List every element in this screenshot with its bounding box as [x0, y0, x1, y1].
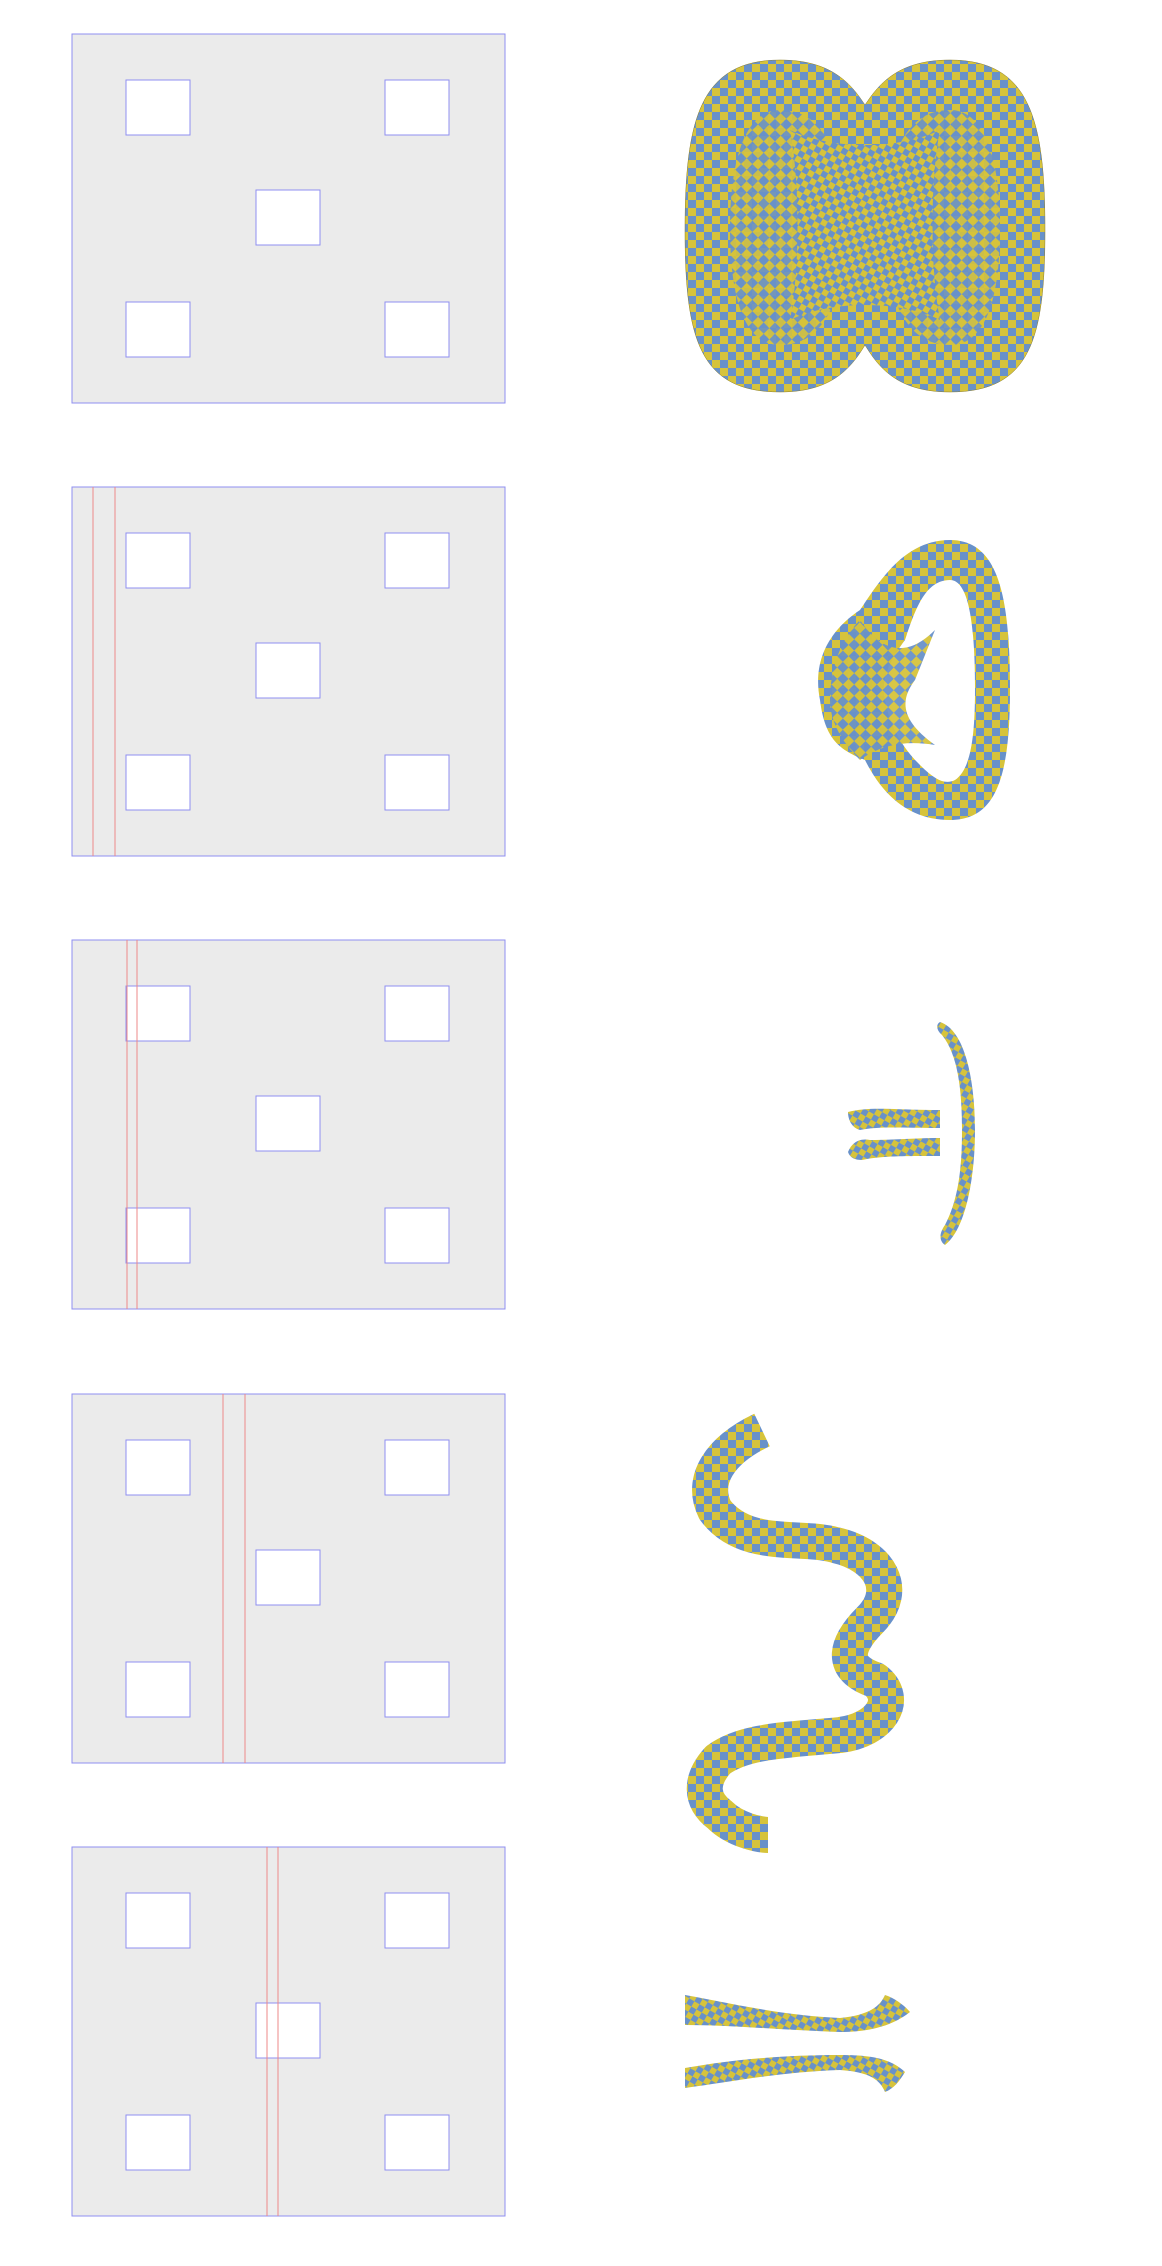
hole-center: [255, 642, 321, 699]
hole-top-left: [125, 985, 191, 1042]
hole-top-right: [384, 985, 450, 1042]
hole-bottom-right: [384, 2114, 450, 2171]
double-loop-center-fold: [790, 130, 940, 320]
shape-double-loop: [684, 59, 1046, 393]
teardrop-loop-fold: [830, 620, 935, 760]
shape-split-arc: [848, 1022, 975, 1245]
hole-top-left: [125, 1439, 191, 1496]
split-arc-curve: [937, 1022, 975, 1245]
hole-top-left: [125, 79, 191, 136]
hole-center: [255, 189, 321, 246]
hole-bottom-left: [125, 1207, 191, 1264]
shape-two-strips: [685, 1995, 910, 2092]
hole-top-right: [384, 1439, 450, 1496]
hole-bottom-left: [125, 301, 191, 358]
hole-bottom-left: [125, 754, 191, 811]
hole-bottom-left: [125, 2114, 191, 2171]
hole-center: [255, 2002, 321, 2059]
split-arc-upper-arm: [848, 1108, 940, 1130]
hole-center: [255, 1095, 321, 1152]
hole-bottom-right: [384, 754, 450, 811]
shape-teardrop-loop: [818, 540, 1010, 820]
shape-s-curve-band: [686, 1413, 904, 1853]
shape-column: [684, 59, 1046, 2092]
sheet-column: [71, 33, 506, 2217]
sheet-row: [71, 1846, 506, 2217]
hole-top-right: [384, 79, 450, 136]
hole-bottom-left: [125, 1661, 191, 1718]
strip-lower: [685, 2055, 905, 2092]
sheet-row: [71, 486, 506, 857]
sheet-row: [71, 33, 506, 404]
split-arc-lower-arm: [848, 1138, 940, 1160]
hole-top-left: [125, 532, 191, 589]
hole-bottom-right: [384, 301, 450, 358]
s-curve-band-path: [686, 1413, 904, 1853]
hole-top-right: [384, 1892, 450, 1949]
hole-bottom-right: [384, 1207, 450, 1264]
strip-upper: [685, 1995, 910, 2032]
hole-top-right: [384, 532, 450, 589]
hole-center: [255, 1549, 321, 1606]
hole-bottom-right: [384, 1661, 450, 1718]
sheet-row: [71, 1393, 506, 1764]
hole-top-left: [125, 1892, 191, 1949]
sheet-row: [71, 939, 506, 1310]
